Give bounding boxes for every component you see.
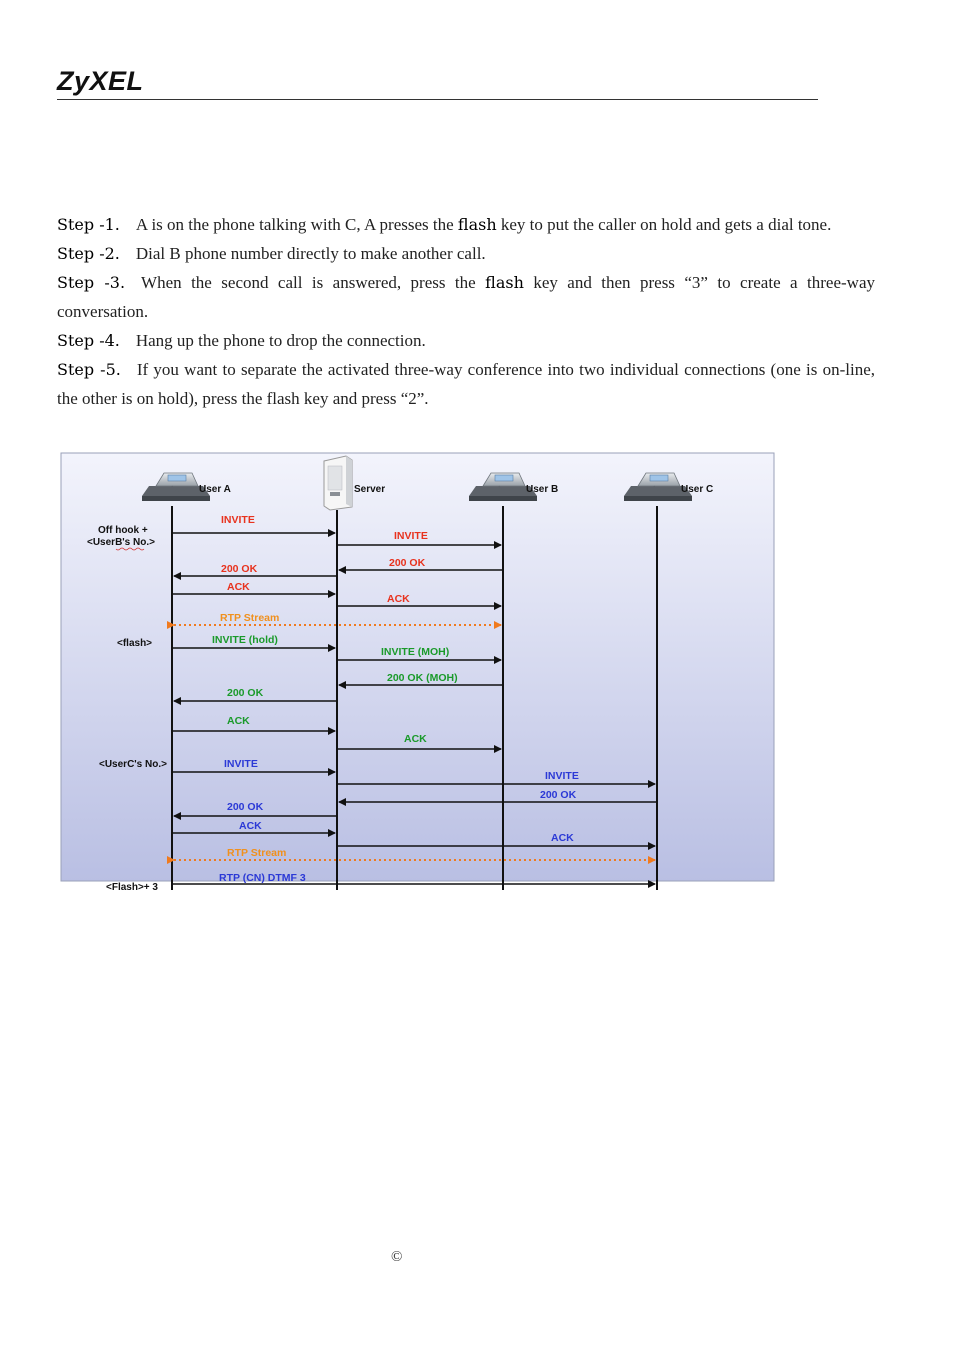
message-label: 200 OK <box>227 687 264 699</box>
step-3: Step -3.When the second call is answered… <box>57 273 875 321</box>
message-label: RTP Stream <box>220 612 279 624</box>
side-label: <UserB's No.> <box>87 537 155 548</box>
step-1: Step -1.A is on the phone talking with C… <box>57 215 832 234</box>
message-label: INVITE <box>545 770 579 782</box>
message-label: ACK <box>227 581 250 593</box>
side-label: Off hook + <box>98 525 148 536</box>
message-label: RTP Stream <box>227 847 286 859</box>
message-label: INVITE <box>221 514 255 526</box>
step-label: Step -1. <box>57 215 120 234</box>
server-icon <box>323 455 353 511</box>
message-label: INVITE (hold) <box>212 634 278 646</box>
diagram-background <box>60 452 775 882</box>
side-label: <UserC's No.> <box>99 759 167 770</box>
message-label: INVITE <box>224 758 258 770</box>
message-label: INVITE <box>394 530 428 542</box>
message-label: ACK <box>387 593 410 605</box>
message-label: RTP (CN) DTMF 3 <box>219 872 306 884</box>
message-label: 200 OK (MOH) <box>387 672 458 684</box>
message-label: 200 OK <box>221 563 258 575</box>
participant-label: User B <box>526 484 558 495</box>
header-rule <box>57 99 818 100</box>
side-label: <Flash>+ 3 <box>106 882 158 892</box>
keyword-flash: flash <box>485 273 524 292</box>
phone-icon <box>624 472 692 501</box>
message-label: 200 OK <box>540 789 577 801</box>
message-label: ACK <box>239 820 262 832</box>
message-label: INVITE (MOH) <box>381 646 449 658</box>
step-2: Step -2.Dial B phone number directly to … <box>57 244 486 263</box>
phone-icon <box>469 472 537 501</box>
copyright-symbol: © <box>391 1249 403 1265</box>
step-label: Step -5. <box>57 360 121 379</box>
message-label: 200 OK <box>227 801 264 813</box>
side-label: <flash> <box>117 638 152 649</box>
instructions: Step -1.A is on the phone talking with C… <box>57 210 875 413</box>
step-label: Step -3. <box>57 273 126 292</box>
message-label: ACK <box>227 715 250 727</box>
participant-label: User C <box>681 484 713 495</box>
message-label: ACK <box>551 832 574 844</box>
message-label: 200 OK <box>389 557 426 569</box>
step-4: Step -4.Hang up the phone to drop the co… <box>57 331 426 350</box>
step-label: Step -2. <box>57 244 120 263</box>
participant-label: Server <box>354 484 385 495</box>
sip-call-flow-diagram: User A Server User B User C Off hook + <… <box>60 452 775 892</box>
zyxel-logo: ZyXEL <box>57 66 144 96</box>
participant-label: User A <box>199 484 231 495</box>
step-5: Step -5.If you want to separate the acti… <box>57 360 875 408</box>
phone-icon <box>142 472 210 501</box>
step-label: Step -4. <box>57 331 120 350</box>
message-label: ACK <box>404 733 427 745</box>
keyword-flash: flash <box>457 215 497 234</box>
spell-underline <box>115 547 145 551</box>
